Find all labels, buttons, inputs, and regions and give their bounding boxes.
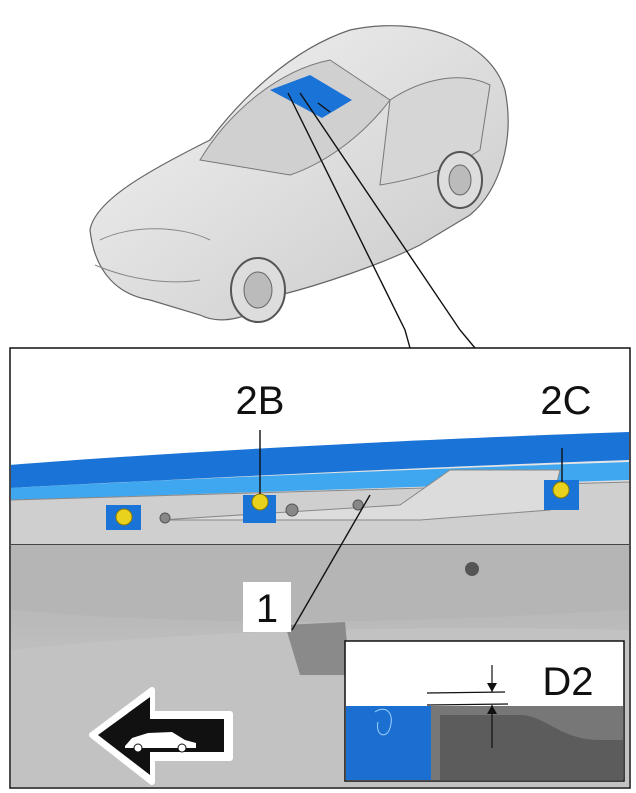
roof-highlight [270,75,352,118]
detail-view: 2B 2C 1 D2 [9,347,631,789]
leader-lines [287,92,476,349]
label-2c: 2C [540,379,591,423]
label-2b: 2B [236,379,285,423]
fastener-unlabeled-screw [115,508,133,526]
roof-rail-trim [11,432,629,488]
fastener-2b-screw [251,493,269,511]
inset-d2: D2 [344,640,625,782]
vehicle-overview [89,25,509,323]
label-d2: D2 [542,660,593,704]
fastener-2c-screw [552,481,570,499]
direction-arrow-icon [89,687,233,785]
label-1: 1 [256,587,278,631]
